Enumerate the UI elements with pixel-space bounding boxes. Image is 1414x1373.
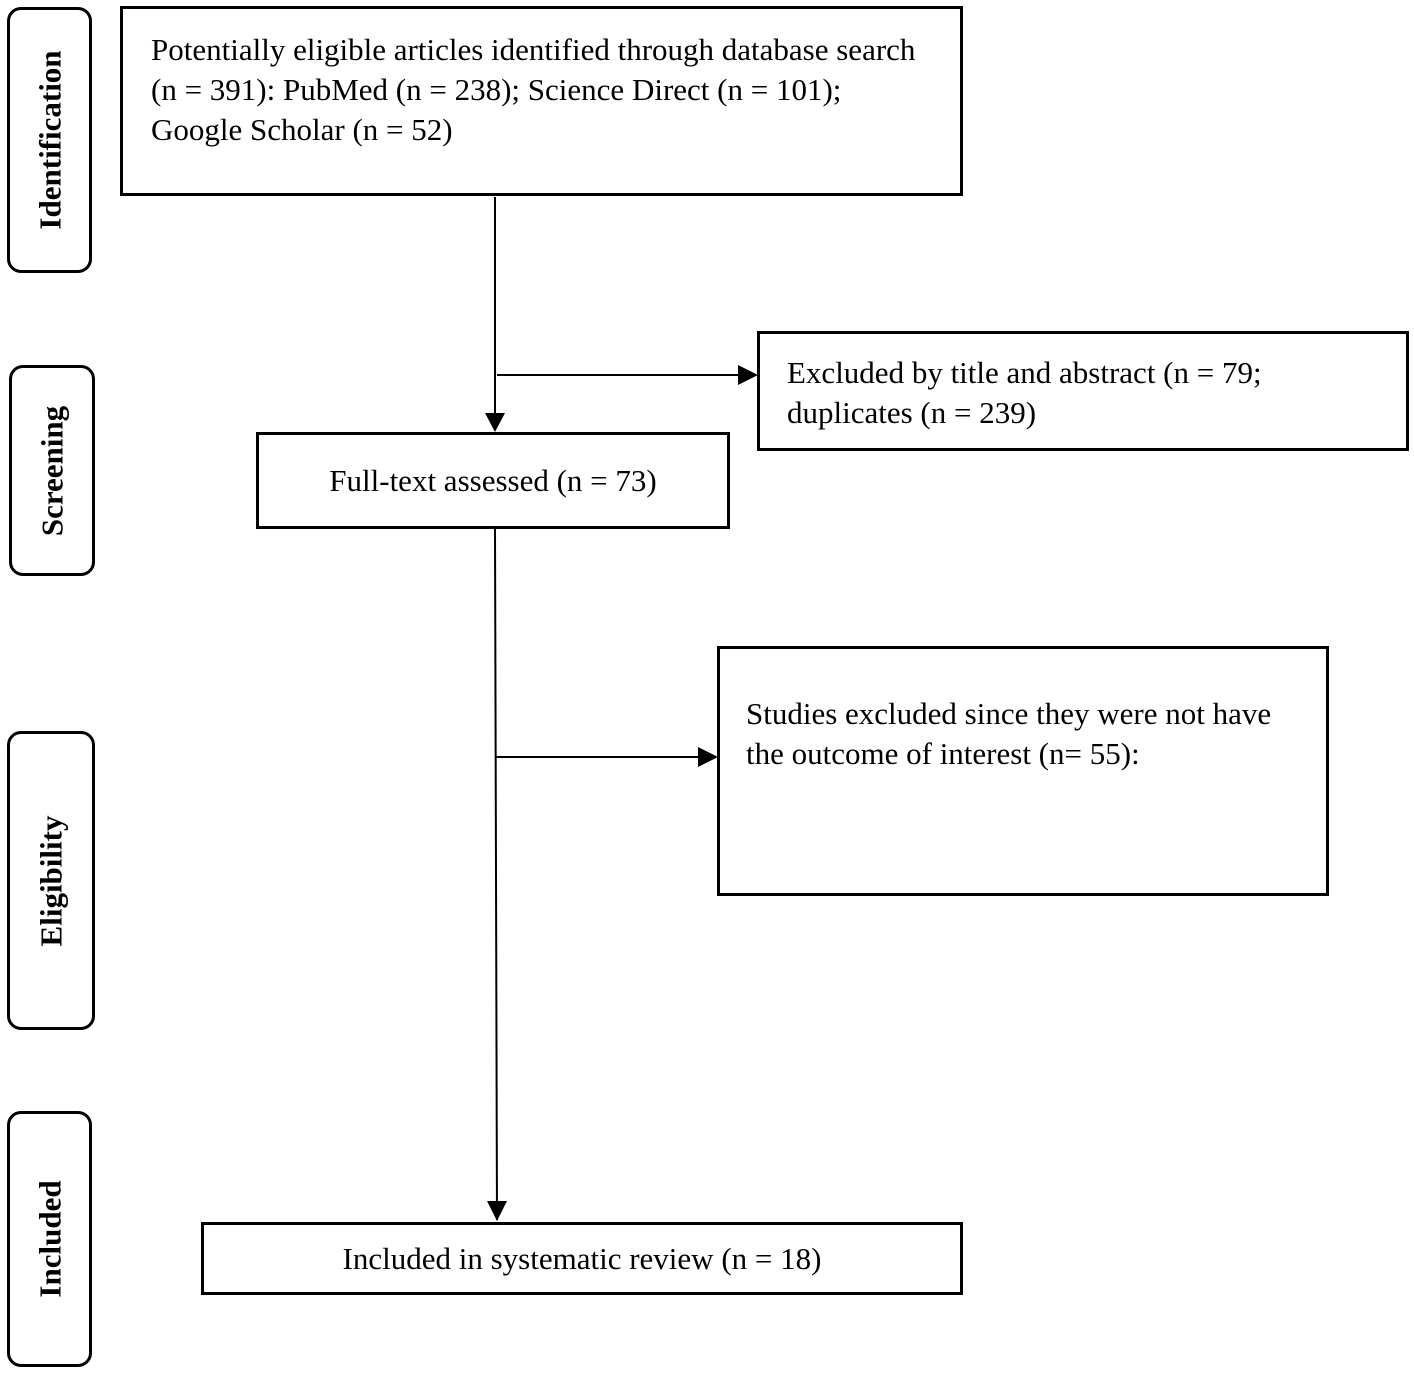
arrowhead-fulltext — [485, 413, 505, 432]
stage-tab-identification: Identification — [7, 7, 92, 273]
full-text-assessed-box: Full-text assessed (n = 73) — [256, 432, 730, 529]
stage-label-eligibility: Eligibility — [33, 815, 69, 946]
stage-tab-eligibility: Eligibility — [7, 731, 95, 1030]
stage-label-identification: Identification — [32, 50, 67, 230]
excluded-outcome-box: Studies excluded since they were not hav… — [717, 646, 1329, 896]
excluded-title-abstract-box: Excluded by title and abstract (n = 79; … — [757, 331, 1409, 451]
stage-tab-included: Included — [7, 1111, 92, 1367]
stage-tab-screening: Screening — [9, 365, 95, 576]
included-review-text: Included in systematic review (n = 18) — [342, 1240, 822, 1276]
excluded-title-abstract-text: Excluded by title and abstract (n = 79; … — [787, 355, 1262, 430]
included-review-box: Included in systematic review (n = 18) — [201, 1222, 963, 1295]
stage-label-included: Included — [32, 1180, 67, 1298]
arrowhead-excluded-title — [738, 365, 758, 385]
connector-fulltext-to-included — [494, 528, 498, 1221]
stage-label-screening: Screening — [34, 405, 70, 536]
arrowhead-excluded-outcome — [698, 747, 718, 767]
identified-records-box: Potentially eligible articles identified… — [120, 6, 963, 196]
arrowhead-included — [487, 1201, 507, 1221]
identified-records-text: Potentially eligible articles identified… — [151, 32, 916, 147]
full-text-assessed-text: Full-text assessed (n = 73) — [329, 462, 657, 498]
excluded-outcome-text: Studies excluded since they were not hav… — [746, 696, 1272, 771]
